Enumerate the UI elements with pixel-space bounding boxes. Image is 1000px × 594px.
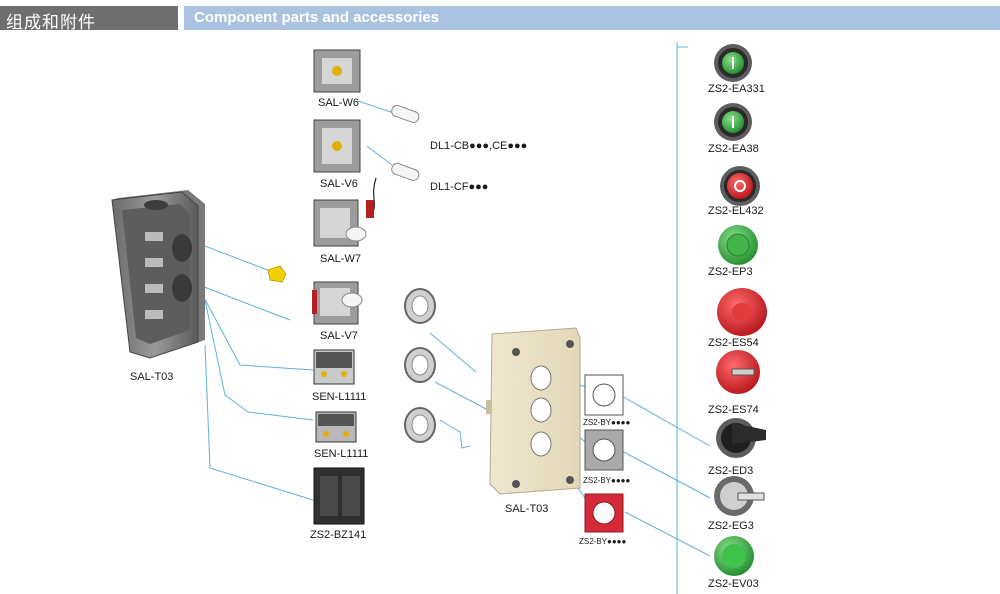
label-head-9: ZS2-EV03	[708, 578, 759, 590]
legend-plate-grey	[584, 429, 624, 471]
header-cn-bar: 组成和附件	[0, 6, 178, 32]
label-head-4: ZS2-EP3	[708, 266, 753, 278]
wired-lamp	[366, 177, 377, 218]
block-sen-l1111-a	[313, 349, 355, 385]
lamp-dl1-cf	[391, 162, 420, 182]
label-sal-w7: SAL-W7	[320, 253, 361, 265]
red-illuminated-pushbutton-icon	[720, 166, 760, 206]
header-en-bar: Component parts and accessories	[184, 6, 1000, 30]
label-head-1: ZS2-EA331	[708, 83, 765, 95]
label-sal-v7: SAL-V7	[320, 330, 358, 342]
label-head-2: ZS2-EA38	[708, 143, 759, 155]
label-head-8: ZS2-EG3	[708, 520, 754, 532]
red-key-mushroom-icon	[716, 350, 760, 394]
block-sen-l1111-b	[315, 411, 357, 443]
green-projecting-pushbutton-icon	[718, 225, 758, 265]
red-mushroom-pushbutton-icon	[717, 288, 767, 336]
green-flush-pushbutton-icon	[714, 44, 752, 82]
green-pilot-light-icon	[714, 536, 754, 576]
label-dl1-cf: DL1-CF●●●	[430, 181, 489, 193]
block-sal-v6	[313, 119, 361, 173]
label-head-7: ZS2-ED3	[708, 465, 754, 477]
label-sen-l1111-b: SEN-L1111	[314, 448, 369, 460]
label-sen-l1111-a: SEN-L1111	[312, 391, 367, 403]
label-sal-v6: SAL-V6	[320, 178, 358, 190]
block-sal-w7	[313, 199, 367, 247]
label-zs2-bz141: ZS2-BZ141	[310, 529, 367, 541]
lamp-dl1-cb	[391, 104, 420, 124]
label-plate-grey: ZS2-BY●●●●	[583, 476, 631, 485]
label-dl1-cb: DL1-CB●●●,CE●●●	[430, 140, 528, 152]
legend-plate-red	[584, 493, 624, 533]
label-enclosure-right: SAL-T03	[505, 503, 549, 515]
legend-plate-white	[584, 374, 624, 416]
enclosure-right-sal-t03	[486, 327, 581, 495]
key-selector-switch-icon	[714, 476, 765, 516]
enclosure-left-sal-t03	[111, 190, 205, 359]
block-sal-w6	[313, 49, 361, 93]
label-enclosure-left: SAL-T03	[130, 371, 174, 383]
label-head-5: ZS2-ES54	[708, 337, 759, 349]
green-flush-pushbutton-icon	[714, 103, 752, 141]
label-head-6: ZS2-ES74	[708, 404, 759, 416]
block-zs2-bz141	[313, 467, 365, 525]
label-sal-w6: SAL-W6	[318, 97, 359, 109]
label-plate-white: ZS2-BY●●●●	[583, 418, 631, 427]
block-sal-v7	[312, 281, 363, 325]
header-cn-title: 组成和附件	[6, 13, 96, 32]
header-en-title: Component parts and accessories	[194, 9, 440, 26]
black-selector-switch-icon	[716, 418, 766, 458]
label-head-3: ZS2-EL432	[708, 205, 764, 217]
yellow-clip	[267, 265, 287, 283]
label-plate-red: ZS2-BY●●●●	[579, 537, 627, 546]
